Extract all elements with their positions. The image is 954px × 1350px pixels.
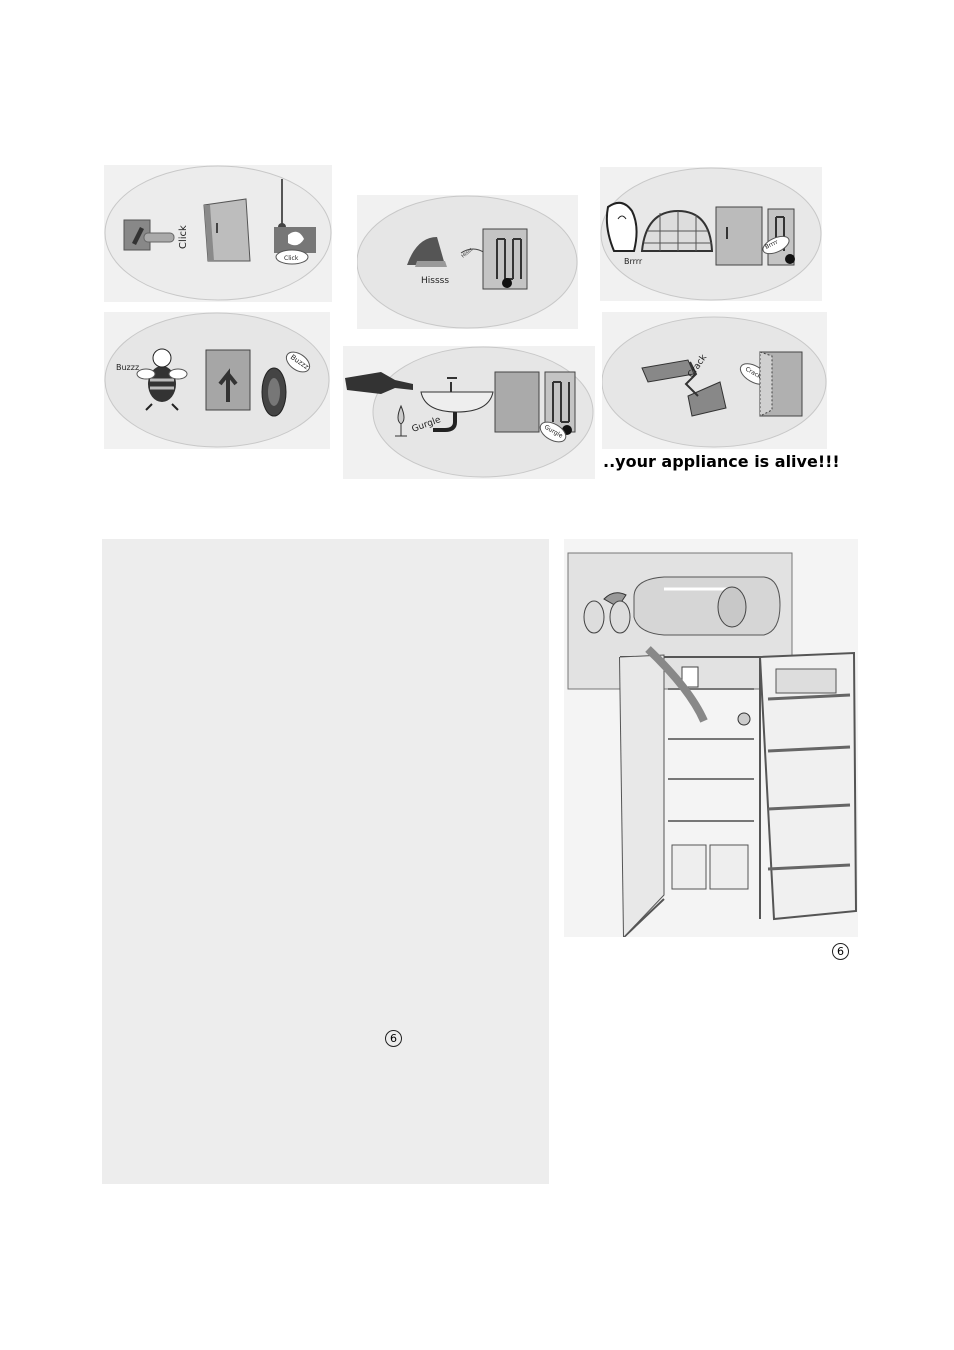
hissss-label: Hissss	[421, 276, 449, 286]
buzzz-label: Buzzz	[116, 363, 139, 372]
illustration-hiss: Hissss Hisss	[357, 195, 578, 329]
illustration-buzzz: Buzzz Buzzz	[104, 312, 330, 449]
fridge-icon	[759, 351, 803, 417]
tagline: ..your appliance is alive!!!	[603, 452, 840, 471]
fridge-body	[619, 654, 761, 937]
igloo-icon	[640, 209, 714, 252]
sink-icon	[420, 377, 494, 432]
figure-caption-number: 6	[832, 943, 849, 960]
brrrr-label: Brrrr	[624, 257, 643, 266]
click-vertical-label: Click	[178, 225, 189, 249]
click-bubble-label: Click	[284, 255, 299, 262]
bee-icon	[136, 348, 188, 411]
fridge-door	[758, 651, 858, 921]
fridge-coil-icon	[494, 371, 576, 435]
inset-pointer-arrow	[645, 646, 708, 723]
wheel-icon	[261, 367, 287, 417]
switch-icon	[123, 219, 175, 251]
illustration-crack: Crack Crack	[602, 312, 827, 449]
illustration-brrrr: Brrrr Brrrr	[600, 167, 822, 301]
iron-icon	[407, 237, 447, 267]
wine-bottle-icon	[345, 372, 413, 437]
fridge-interior-illustration	[564, 539, 858, 937]
fridge-coil-icon	[482, 228, 528, 290]
thermostat-inset	[567, 552, 793, 690]
fridge-icon	[715, 206, 763, 266]
figure-reference-number: 6	[385, 1030, 402, 1047]
fridge-icon	[203, 198, 251, 262]
broken-plate-icon	[641, 359, 727, 417]
fridge-arrow-icon	[205, 349, 251, 411]
thermometer-icon	[274, 179, 316, 253]
text-box: 6	[102, 539, 549, 1184]
frozen-figure-icon	[605, 201, 638, 252]
illustration-gurgle: Gurgle Gurgle	[343, 346, 595, 479]
illustration-click: Click Click	[104, 165, 332, 302]
